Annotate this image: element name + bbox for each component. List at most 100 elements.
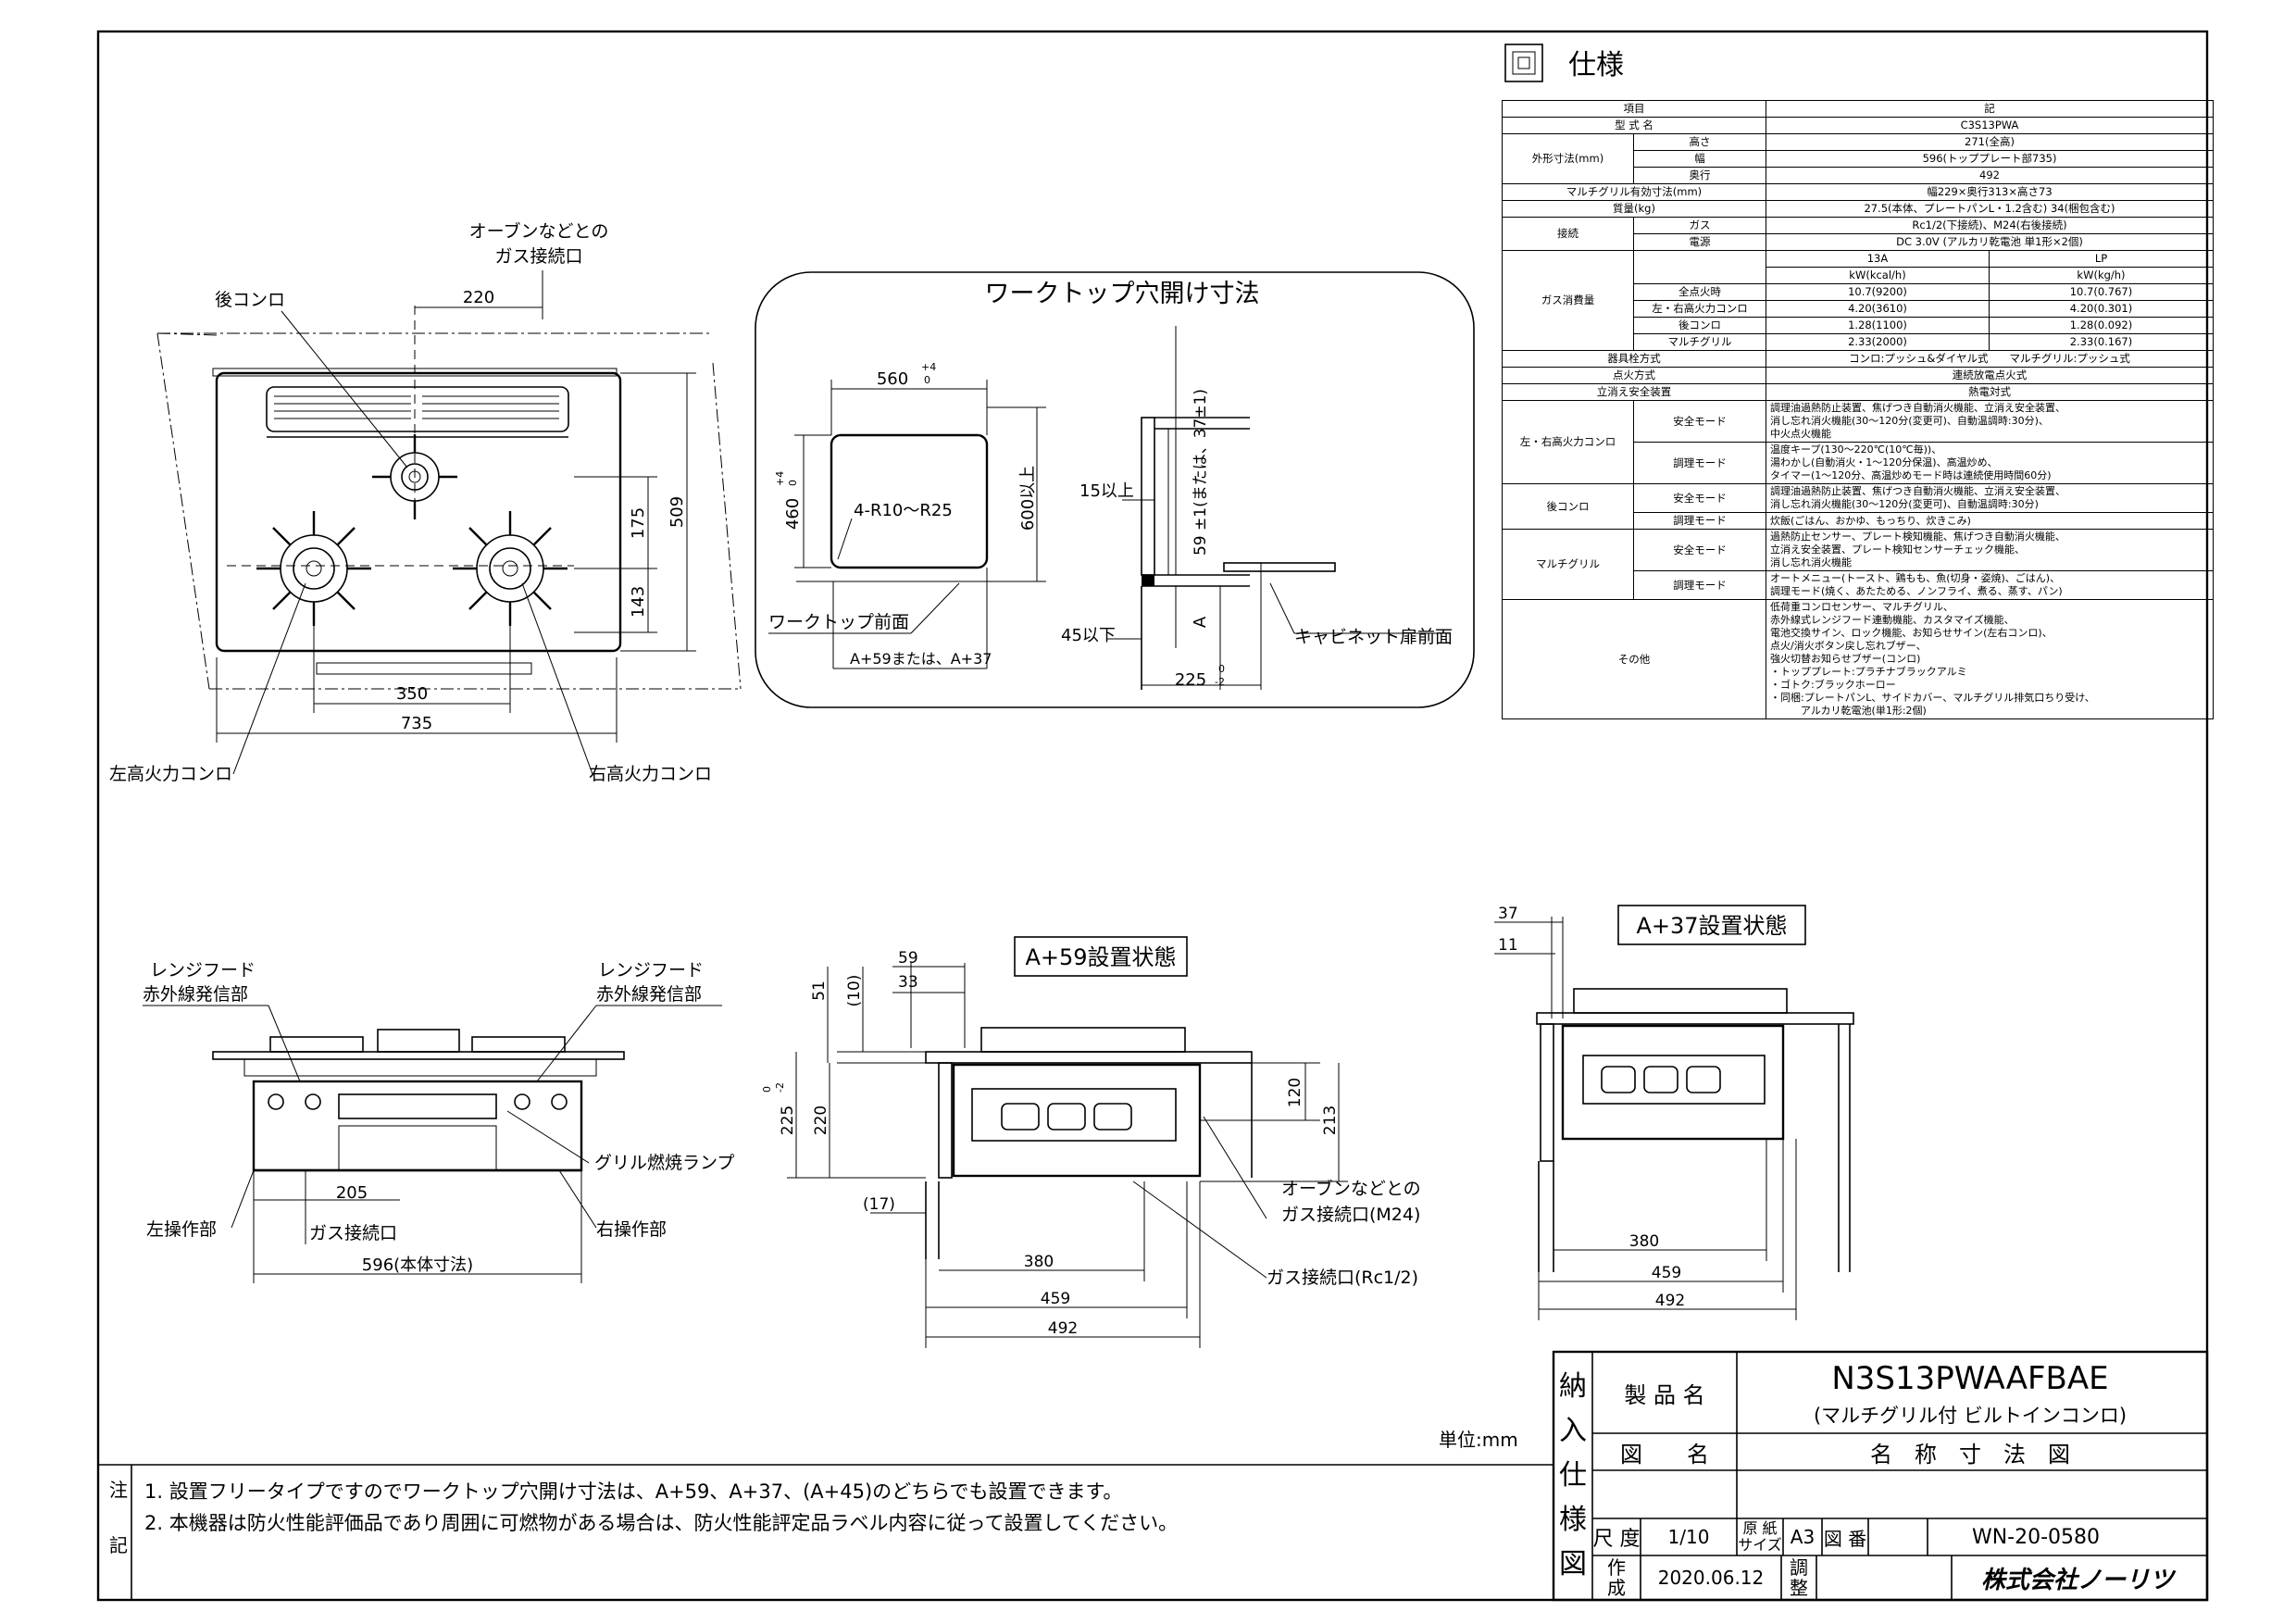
a59-d10: (10) xyxy=(845,975,864,1007)
text-line: ・同梱:プレートパンL、サイドカバー、マルチグリル排気口ちり受け、 xyxy=(1770,692,2095,704)
spec-mg-cook-label: 調理モード xyxy=(1633,570,1766,600)
dim-350: 350 xyxy=(396,684,428,704)
spec-fitting-label: 器具栓方式 xyxy=(1502,350,1766,368)
grill-door xyxy=(338,1093,497,1119)
a59-title-box xyxy=(1014,936,1188,977)
cutout-width-tol-plus: +4 xyxy=(921,361,936,373)
made-label-line2: 成 xyxy=(1607,1577,1626,1599)
spec-flameout-value: 熱電対式 xyxy=(1766,383,2214,401)
spec-mass-label: 質量(kg) xyxy=(1502,200,1766,218)
drawing-name-label: 図 名 xyxy=(1620,1441,1709,1468)
cutout-depth59: 59 ±1(または、37±1) xyxy=(1192,389,1210,556)
spec-header-item: 項目 xyxy=(1502,100,1766,118)
rear-burner-label: 後コンロ xyxy=(215,290,285,310)
left-burner-label: 左高火力コンロ xyxy=(109,764,232,784)
a59-d225: 225 xyxy=(779,1106,797,1135)
spec-table: 項目 記 型 式 名 C3S13PWA 外形寸法(mm) 高さ 271(全高) … xyxy=(1502,100,2214,719)
spec-gas-col-13a: 13A xyxy=(1766,250,1990,268)
text-line: 消し忘れ消火機能(30〜120分(変更可)、自動温調時:30分)、 xyxy=(1770,415,2049,427)
hood-left-line2: 赤外線発信部 xyxy=(143,984,248,1005)
dim-205: 205 xyxy=(336,1183,368,1203)
worktop-front-label: ワークトップ前面 xyxy=(768,612,909,632)
product-subtitle: (マルチグリル付 ビルトインコンロ) xyxy=(1813,1405,2128,1427)
spec-gas-row-label: 後コンロ xyxy=(1633,317,1766,334)
company-logo: 株式会社ノーリツ xyxy=(1980,1566,2174,1594)
spec-conn-row: 接続 ガス Rc1/2(下接続)、M24(右後接続) xyxy=(1502,217,2214,251)
a59-d59: 59 xyxy=(898,949,918,968)
spec-lr-safety-lines: 調理油過熱防止装置、焦げつき自動消火機能、立消え安全装置、 消し忘れ消火機能(3… xyxy=(1766,400,2214,443)
dim-735: 735 xyxy=(401,714,432,733)
cutout-width-tol-zero: 0 xyxy=(924,374,930,386)
grill-vent xyxy=(266,386,569,432)
dim-596: 596(本体寸法) xyxy=(362,1255,473,1275)
a59-d225-tol-minus: -2 xyxy=(774,1082,786,1093)
text-line: 点火/消火ボタン戻し忘れブザー、 xyxy=(1770,640,1927,652)
side-view-a37: A+37設置状態 37 11 380 459 492 xyxy=(1494,905,1854,1320)
paper-label-line1: 原 紙 xyxy=(1742,1519,1778,1537)
cutout-panel: ワークトップ穴開け寸法 560 +4 0 460 +4 0 4-R10〜R25 … xyxy=(755,271,1475,708)
side-char: 入 xyxy=(1559,1415,1587,1447)
scale-label: 尺 度 xyxy=(1592,1528,1641,1551)
a59-d17: (17) xyxy=(863,1195,895,1214)
spec-other-label: その他 xyxy=(1502,599,1766,719)
cutout-d225: 225 xyxy=(1175,670,1206,690)
spec-gas-unit-lp: kW(kg/h) xyxy=(1989,267,2214,284)
spec-mass-row: 質量(kg) 27.5(本体、プレートパンL・1.2含む) 34(梱包含む) xyxy=(1502,200,2214,218)
spec-gas-row-label: マルチグリル xyxy=(1633,333,1766,351)
spec-grill-label: マルチグリル有効寸法(mm) xyxy=(1502,183,1766,201)
a59-body xyxy=(952,1063,1202,1178)
cutout-min15: 15以上 xyxy=(1079,481,1134,501)
gas-inlet-note-line2: ガス接続口 xyxy=(494,246,582,267)
cabinet-front-label: キャビネット扉前面 xyxy=(1294,627,1453,647)
top-view: 220 オーブンなどとの ガス接続口 後コンロ 509 175 143 350 … xyxy=(109,220,742,784)
spec-conn-gas-value: Rc1/2(下接続)、M24(右後接続) xyxy=(1766,217,2214,234)
spec-grill-value: 幅229×奥行313×高さ73 xyxy=(1766,183,2214,201)
cutout-a-note: A+59または、A+37 xyxy=(850,650,992,668)
spec-flameout-label: 立消え安全装置 xyxy=(1502,383,1766,401)
a59-oven-note-line2: ガス接続口(M24) xyxy=(1281,1205,1420,1225)
paper-size-label: 原 紙 サイズ xyxy=(1737,1518,1783,1555)
a59-d380: 380 xyxy=(1024,1253,1054,1271)
side-char: 図 xyxy=(1559,1548,1587,1580)
text-line: ・ゴトク:ブラックホーロー xyxy=(1770,679,1896,691)
a59-oven-note-line1: オーブンなどとの xyxy=(1281,1178,1421,1199)
a59-d213: 213 xyxy=(1321,1106,1340,1135)
spec-dims-depth-value: 492 xyxy=(1766,167,2214,184)
spec-gas-col-lp: LP xyxy=(1989,250,2214,268)
spec-heading: 仕様 xyxy=(1504,44,1624,82)
spec-grill-row: マルチグリル有効寸法(mm) 幅229×奥行313×高さ73 xyxy=(1502,183,2214,201)
spec-conn-label: 接続 xyxy=(1502,217,1634,251)
spec-mg-safety-label: 安全モード xyxy=(1633,529,1766,571)
text-line: アルカリ乾電池(単1形:2個) xyxy=(1770,705,1927,717)
adjust-label-line2: 整 xyxy=(1790,1577,1808,1599)
dim-175: 175 xyxy=(629,507,648,539)
spec-gas-unit-13a: kW(kcal/h) xyxy=(1766,267,1990,284)
text-line: 湯わかし(自動消火・1〜120分保温)、高温炒め、 xyxy=(1770,456,1998,468)
a59-d225-tol-zero: 0 xyxy=(761,1086,773,1093)
front-view: レンジフード 赤外線発信部 レンジフード 赤外線発信部 グリル燃焼ランプ 205… xyxy=(143,960,734,1283)
spec-gas-row-label: 全点火時 xyxy=(1633,283,1766,301)
spec-gas-row: ガス消費量 13A LP xyxy=(1502,250,2214,351)
title-block: 納 入 仕 様 図 製 品 名 N3S13PWAAFBAE (マルチグリル付 ビ… xyxy=(1554,1352,2203,1598)
spec-rear-safety-label: 安全モード xyxy=(1633,483,1766,513)
spec-model-value: C3S13PWA xyxy=(1766,117,2214,134)
cutout-depth-tol-zero: 0 xyxy=(787,480,799,486)
title-block-grid xyxy=(1552,1350,2209,1602)
drawing-number: WN-20-0580 xyxy=(1971,1525,2101,1549)
left-control-label: 左操作部 xyxy=(146,1219,217,1240)
text-line: 調理モード(焼く、あたためる、ノンフライ、煮る、蒸す、パン) xyxy=(1770,585,2063,597)
made-label: 作 成 xyxy=(1592,1555,1641,1600)
spec-mg-label: マルチグリル xyxy=(1502,529,1634,600)
spec-ignition-label: 点火方式 xyxy=(1502,367,1766,384)
spec-lr-label: 左・右高火力コンロ xyxy=(1502,400,1634,484)
spec-dims-depth-label: 奥行 xyxy=(1633,167,1766,184)
spec-lr-row: 左・右高火力コンロ 安全モード 調理油過熱防止装置、焦げつき自動消火機能、立消え… xyxy=(1502,400,2214,484)
a37-title-box xyxy=(1617,905,1806,945)
side-char: 納 xyxy=(1559,1370,1587,1403)
spec-mg-cook-lines: オートメニュー(トースト、鶏もも、魚(切身・姿焼)、ごはん)、 調理モード(焼く… xyxy=(1766,570,2214,600)
drawing-number-label: 図 番 xyxy=(1823,1527,1867,1550)
adjust-label-line1: 調 xyxy=(1790,1556,1808,1579)
cutout-d225-tol-zero: 0 xyxy=(1218,663,1225,675)
made-date: 2020.06.12 xyxy=(1657,1567,1765,1589)
